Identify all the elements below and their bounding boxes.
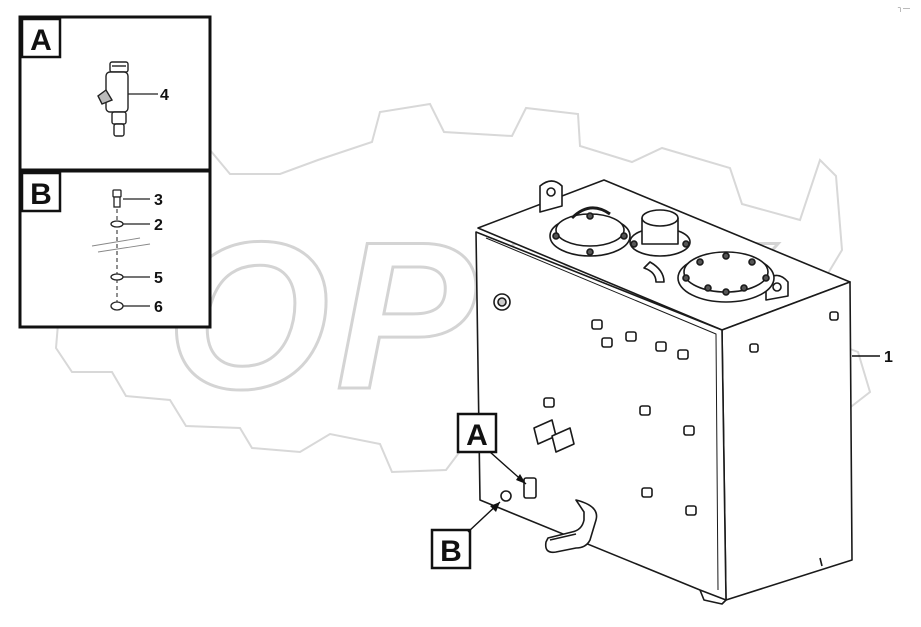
front-ports: [543, 311, 839, 516]
return-filter-cover-drawing: [677, 251, 775, 303]
tank-callout-1: 1: [884, 349, 893, 366]
drain-valve-assembly: [500, 477, 598, 554]
breather-filter-drawing: [629, 209, 691, 283]
view-a-letter: A: [466, 419, 488, 452]
detail-a-letter-box: [20, 17, 62, 59]
view-b-letter: B: [440, 535, 462, 568]
hydraulic-tank-drawing: [475, 179, 853, 605]
filler-cap-drawing: [549, 206, 631, 257]
suction-fittings: [533, 419, 575, 453]
detail-a-letter: A: [30, 24, 52, 57]
drain-valve-drawing: [97, 61, 158, 137]
detail-b-letter-box: [20, 171, 62, 213]
detail-b-callout-6: 6: [154, 299, 163, 316]
view-a-marker: A: [456, 412, 527, 485]
detail-a-callout-4: 4: [160, 87, 169, 104]
tank-front-face: [475, 231, 727, 601]
detail-b-callout-3: 3: [154, 192, 163, 209]
detail-box-a: A 4: [18, 15, 212, 172]
corner-mark: ┐—: [897, 5, 910, 12]
detail-b-callout-2: 2: [154, 217, 163, 234]
fastener-stack-drawing: [91, 189, 151, 311]
detail-b-callout-5: 5: [154, 270, 163, 287]
detail-box-b: B 3 2 5 6: [18, 169, 212, 329]
tank-right-face: [721, 281, 853, 601]
detail-b-letter: B: [30, 178, 52, 211]
view-b-marker: B: [430, 501, 501, 570]
